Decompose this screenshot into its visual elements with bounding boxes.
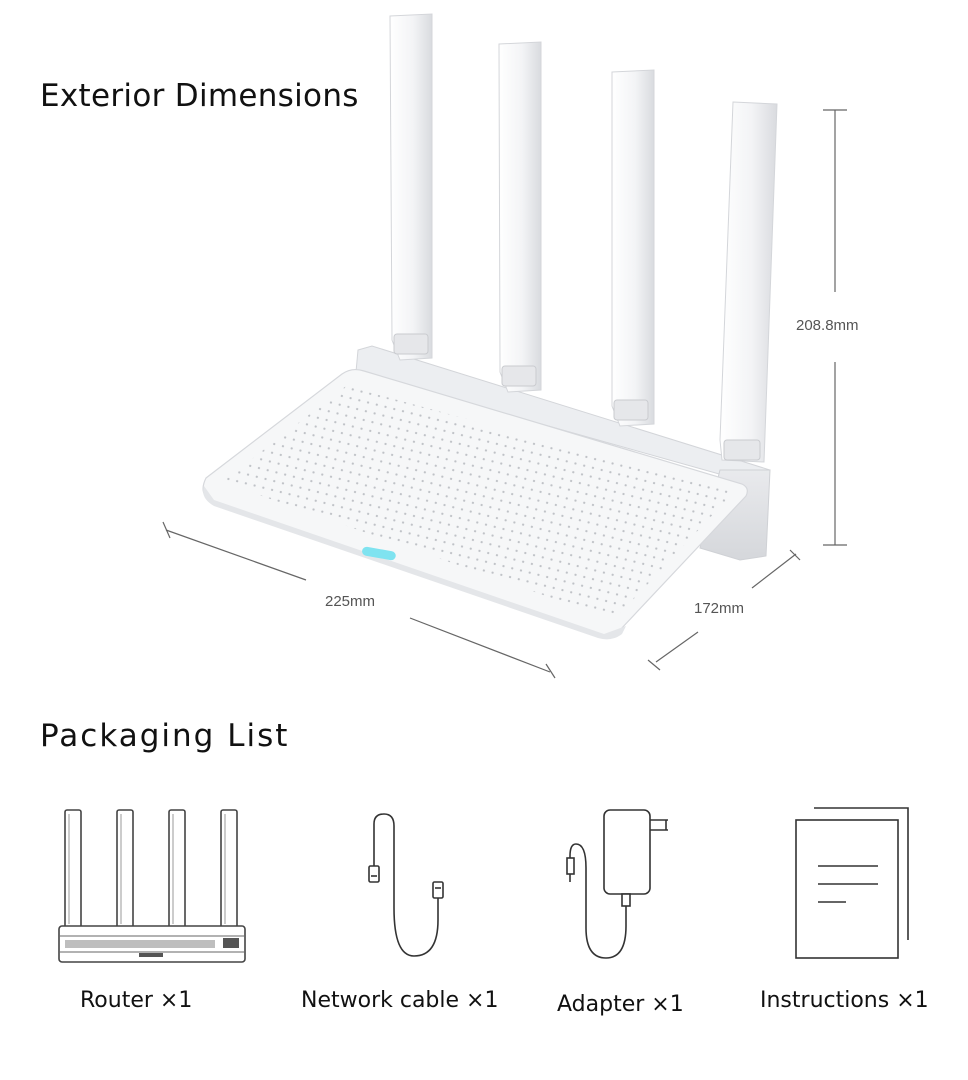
height-dimension-label: 208.8mm bbox=[796, 317, 859, 334]
instructions-item-label: Instructions ×1 bbox=[760, 988, 929, 1013]
packaging-list-title: Packaging List bbox=[40, 718, 290, 754]
antenna bbox=[611, 69, 655, 427]
antenna bbox=[719, 101, 778, 463]
indicator-light bbox=[362, 546, 396, 561]
router-product-image bbox=[202, 13, 778, 640]
width-dimension-label: 225mm bbox=[325, 593, 376, 610]
network-cable-icon bbox=[368, 813, 444, 957]
antenna bbox=[389, 13, 433, 361]
router-item-label: Router ×1 bbox=[80, 988, 193, 1013]
adapter-icon bbox=[566, 809, 668, 959]
router-icon bbox=[58, 809, 246, 963]
network-cable-item-label: Network cable ×1 bbox=[301, 988, 499, 1013]
antenna bbox=[498, 41, 542, 393]
adapter-item-label: Adapter ×1 bbox=[557, 992, 684, 1017]
exterior-dimensions-title: Exterior Dimensions bbox=[40, 78, 359, 114]
instructions-icon bbox=[795, 807, 909, 959]
depth-dimension-label: 172mm bbox=[694, 600, 745, 617]
